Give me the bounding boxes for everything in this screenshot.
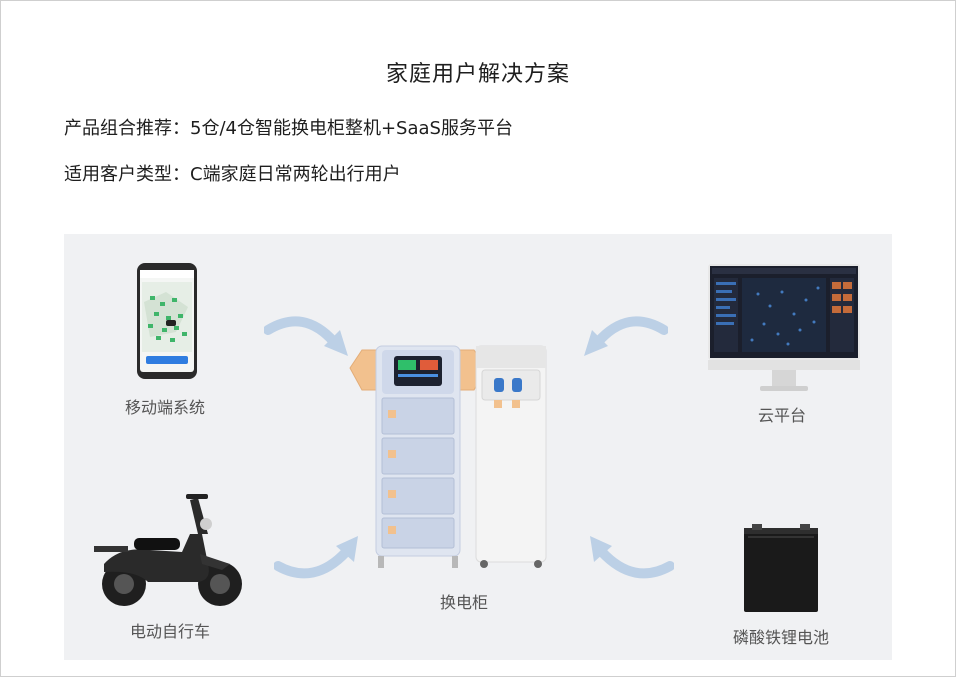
arrow-mobile-to-cabinet-icon bbox=[264, 316, 348, 356]
battery-label: 磷酸铁锂电池 bbox=[732, 628, 829, 647]
lifepo4-battery-icon bbox=[744, 524, 818, 612]
product-combo-text: 产品组合推荐：5仓/4仓智能换电柜整机+SaaS服务平台 bbox=[64, 118, 513, 139]
electric-scooter-icon bbox=[94, 494, 242, 606]
customer-type-text: 适用客户类型：C端家庭日常两轮出行用户 bbox=[64, 164, 401, 185]
electric-bike-label: 电动自行车 bbox=[129, 622, 210, 641]
page-title: 家庭用户解决方案 bbox=[385, 62, 570, 87]
mobile-phone-icon bbox=[137, 263, 197, 379]
swap-cabinet-label: 换电柜 bbox=[439, 593, 488, 612]
battery-swap-cabinet-icon bbox=[349, 345, 547, 568]
arrow-cloud-to-cabinet-icon bbox=[584, 316, 668, 356]
arrow-battery-to-cabinet-icon bbox=[590, 536, 674, 579]
monitor-icon bbox=[708, 264, 860, 391]
cloud-platform-label: 云平台 bbox=[757, 406, 806, 425]
arrow-scooter-to-cabinet-icon bbox=[274, 536, 358, 579]
diagram-panel: 移动端系统 云平台 bbox=[64, 234, 892, 660]
mobile-system-label: 移动端系统 bbox=[124, 398, 205, 417]
